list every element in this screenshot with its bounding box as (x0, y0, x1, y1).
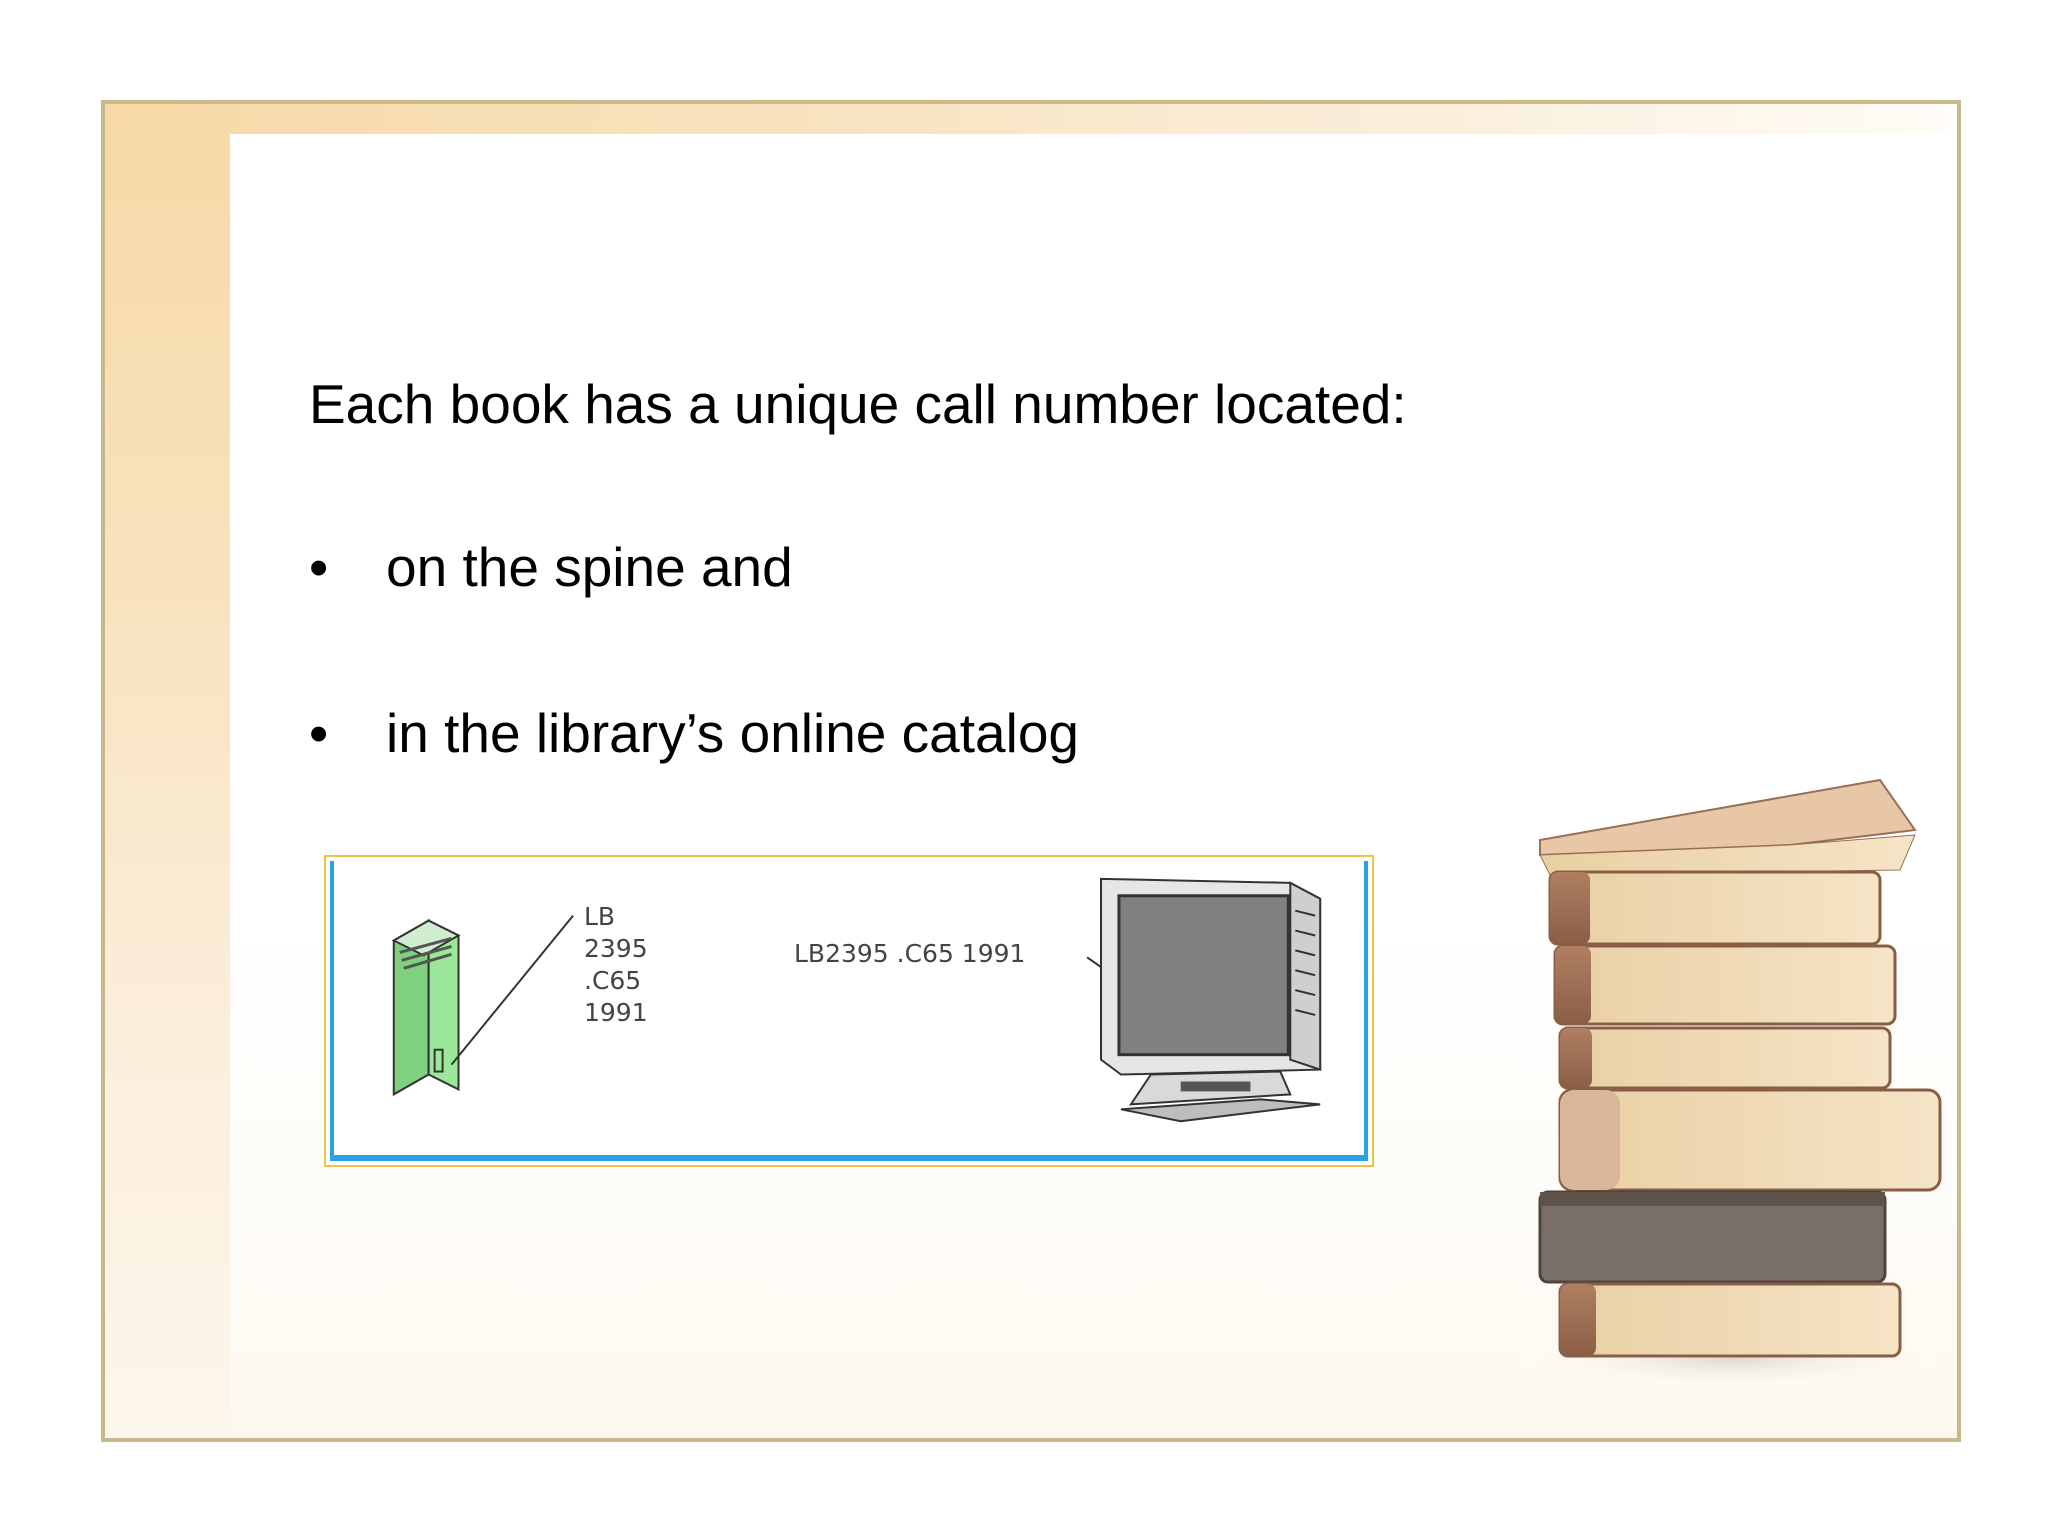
computer-monitor-icon (1100, 877, 1322, 1123)
bullet-marker: • (309, 702, 329, 764)
book-icon (391, 918, 461, 1097)
figure-illustration (391, 877, 1322, 1123)
spine-call-number-line: LB (584, 902, 616, 931)
frame-left-accent (105, 104, 230, 1438)
spine-call-number-line: 1991 (584, 998, 648, 1027)
spine-call-number-line: .C65 (584, 966, 642, 995)
book-stack-icon (1520, 778, 1950, 1390)
spine-call-number-line: 2395 (584, 934, 648, 963)
spine-call-number: LB 2395 .C65 1991 (584, 901, 648, 1029)
slide-heading: Each book has a unique call number locat… (309, 373, 1407, 435)
bullet-text-spine: on the spine and (386, 536, 793, 598)
spine-pointer-line (450, 915, 574, 1066)
call-number-figure: LB 2395 .C65 1991 LB2395 .C65 1991 (324, 855, 1374, 1167)
figure-frame: LB 2395 .C65 1991 LB2395 .C65 1991 (330, 861, 1368, 1161)
bullet-text-catalog: in the library’s online catalog (386, 702, 1080, 764)
catalog-call-number: LB2395 .C65 1991 (794, 939, 1026, 968)
frame-top-accent (105, 104, 1957, 134)
bullet-marker: • (309, 536, 329, 598)
